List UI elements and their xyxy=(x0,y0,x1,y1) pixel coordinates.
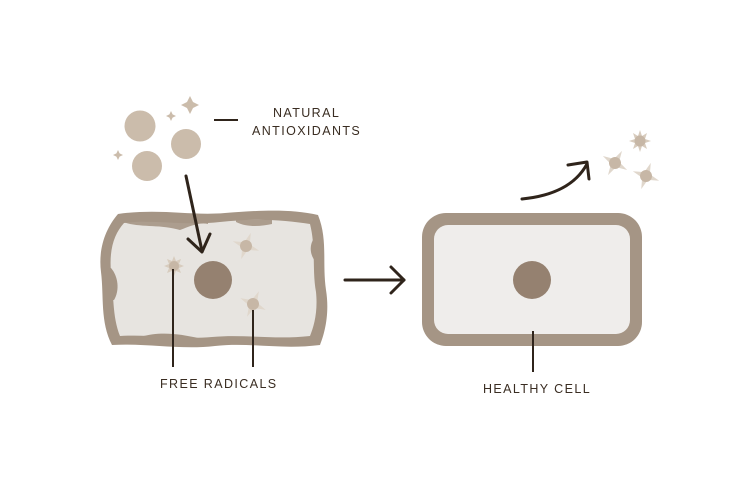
damaged-cell-nucleus xyxy=(194,261,232,299)
antioxidant-cluster xyxy=(113,96,201,181)
antioxidant-entry-arrow-icon xyxy=(184,174,212,254)
healthy-cell xyxy=(422,213,642,346)
membrane-notch xyxy=(140,333,198,342)
free-radical-burst-icon xyxy=(164,256,184,276)
antioxidant-circle xyxy=(132,151,162,181)
antioxidant-star-icon xyxy=(113,150,123,160)
free-radicals-label: FREE RADICALS xyxy=(160,377,278,391)
membrane-notch xyxy=(310,236,316,262)
membrane-notch xyxy=(108,268,118,300)
free-radical-star-icon xyxy=(632,162,660,190)
antioxidants-label: NATURAL ANTIOXIDANTS xyxy=(252,104,361,140)
antioxidants-label-line2: ANTIOXIDANTS xyxy=(252,124,362,138)
membrane-notch xyxy=(123,220,208,230)
antioxidant-circle xyxy=(171,129,201,159)
healthy-cell-label: HEALTHY CELL xyxy=(483,382,592,396)
free-radical-star-icon xyxy=(602,150,628,176)
free-radical-burst-icon xyxy=(629,130,651,152)
free-radical-star-icon xyxy=(240,291,266,317)
antioxidant-star-icon xyxy=(166,111,176,121)
free-radical-star-icon xyxy=(232,232,260,260)
damaged-cell xyxy=(100,210,328,348)
antioxidant-star-icon xyxy=(181,96,199,114)
antioxidant-circle xyxy=(124,110,156,142)
radicals-exit-arrow-icon xyxy=(520,160,591,201)
antioxidants-label-line1: NATURAL xyxy=(272,106,341,120)
healthy-cell-nucleus xyxy=(513,261,551,299)
transform-arrow-icon xyxy=(343,265,406,295)
membrane-notch xyxy=(236,220,272,226)
